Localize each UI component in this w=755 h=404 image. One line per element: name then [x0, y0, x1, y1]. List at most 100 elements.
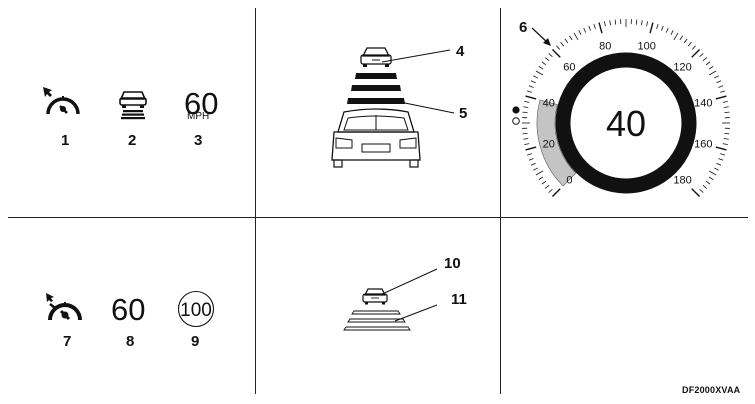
- dial-tick-major: [598, 22, 603, 34]
- following-distance-illustration-small: [343, 268, 438, 331]
- dial-label: 120: [673, 61, 691, 73]
- dial-tick-minor: [569, 35, 573, 41]
- dial-tick-minor: [714, 75, 719, 79]
- distance-bar: [355, 73, 397, 79]
- dial-tick-minor: [523, 138, 529, 140]
- callout-4: 4: [456, 43, 465, 60]
- dial-tick-minor: [564, 38, 569, 44]
- dial-tick-minor: [523, 106, 529, 108]
- dial-tick-minor: [661, 25, 664, 31]
- dial-tick-minor: [526, 90, 532, 93]
- dial-tick-minor: [708, 176, 714, 180]
- dial-tick-minor: [699, 188, 704, 193]
- dial-tick-minor: [665, 27, 669, 33]
- dial-label: 160: [694, 139, 712, 151]
- lead-vehicle-icon: [361, 47, 391, 57]
- callout-11: 11: [451, 291, 467, 308]
- set-speed-value: 60: [184, 86, 219, 121]
- speed-limit-sign: 100: [177, 290, 215, 328]
- cruise-control-speedometer-icon-active: [46, 293, 82, 321]
- dial-tick-minor: [530, 162, 536, 166]
- dial-tick-minor: [718, 85, 724, 88]
- dial-tick-minor: [720, 90, 726, 93]
- dial-tick-minor: [541, 61, 547, 66]
- dial-tick-minor: [603, 21, 606, 27]
- dial-tick-minor: [533, 75, 538, 79]
- dial-tick-minor: [614, 19, 617, 25]
- dial-tick-minor: [702, 184, 708, 189]
- dial-tick-minor: [556, 45, 561, 50]
- callout-10: 10: [444, 255, 461, 272]
- dial-tick-major: [715, 146, 727, 151]
- dial-tick-minor: [573, 32, 579, 41]
- dial-tick-minor: [609, 20, 611, 26]
- dial-tick-major: [551, 48, 561, 58]
- distance-bar: [343, 326, 411, 331]
- dial-tick-minor: [544, 57, 550, 62]
- dial-tick-minor: [679, 35, 683, 41]
- set-speed-band: [536, 99, 577, 187]
- callout-5: 5: [459, 105, 468, 122]
- dial-tick-minor: [670, 30, 674, 35]
- callout-2: 2: [128, 132, 137, 149]
- dial-tick-minor: [656, 23, 659, 29]
- dial-tick-major: [715, 95, 727, 100]
- dial-tick-minor: [544, 184, 550, 189]
- distance-assist-car-icon: [119, 91, 147, 120]
- dial-tick-minor: [716, 80, 722, 84]
- dial-tick-minor: [708, 66, 714, 70]
- dial-tick-minor: [588, 25, 591, 31]
- set-speed-ring: [555, 52, 697, 194]
- dial-tick-minor: [538, 176, 544, 180]
- callout-8: 8: [126, 333, 135, 350]
- lead-vehicle-icon: [364, 288, 386, 296]
- dial-tick-minor: [530, 80, 536, 84]
- dial-tick-minor: [560, 41, 565, 47]
- distance-bar: [351, 310, 401, 315]
- dial-tick-minor: [708, 170, 717, 176]
- dial-tick-minor: [718, 158, 724, 161]
- dial-tick-minor: [522, 132, 528, 135]
- set-speed-display: 40: [606, 103, 646, 144]
- dial-label: 140: [694, 97, 712, 109]
- dial-tick-minor: [699, 53, 704, 58]
- dial-tick-major: [551, 188, 561, 198]
- distance-bar: [347, 98, 405, 104]
- dial-tick-minor: [535, 70, 544, 76]
- figure-code: DF2000XVAA: [682, 385, 741, 395]
- divider-horizontal: [8, 217, 748, 218]
- dial-tick-major: [691, 48, 701, 58]
- dial-tick-major: [525, 95, 537, 100]
- dial-tick-major: [525, 146, 537, 151]
- dial-tick-minor: [533, 167, 538, 171]
- indicator-dot-filled: [512, 106, 520, 114]
- dial-tick-minor: [578, 30, 582, 35]
- distance-bar: [347, 318, 406, 323]
- dial-tick-minor: [526, 153, 532, 156]
- dial-tick-minor: [720, 153, 726, 156]
- dial-tick-minor: [538, 66, 544, 70]
- dial-tick-minor: [708, 70, 717, 76]
- dial-tick-minor: [524, 100, 530, 103]
- dial-tick-minor: [722, 100, 728, 103]
- dial-label: 60: [563, 61, 575, 73]
- dial-tick-minor: [646, 21, 649, 27]
- speed-limit-value: 100: [180, 300, 212, 321]
- dial-tick-minor: [641, 20, 643, 26]
- dial-tick-minor: [724, 111, 730, 114]
- dial-tick-minor: [548, 188, 553, 193]
- callout-6: 6: [519, 19, 528, 36]
- callout-1: 1: [61, 132, 70, 149]
- dial-label: 40: [543, 97, 555, 109]
- dial-tick-minor: [714, 167, 719, 171]
- dial-tick-major: [691, 188, 701, 198]
- dial-tick-minor: [535, 170, 544, 176]
- callout-9: 9: [191, 333, 200, 350]
- dial-tick-minor: [528, 85, 534, 88]
- divider-vertical-left: [255, 8, 256, 394]
- pointer-arrow: [531, 27, 549, 44]
- dial-tick-minor: [702, 57, 708, 62]
- following-distance-illustration: [331, 47, 455, 168]
- dial-tick-minor: [673, 32, 679, 41]
